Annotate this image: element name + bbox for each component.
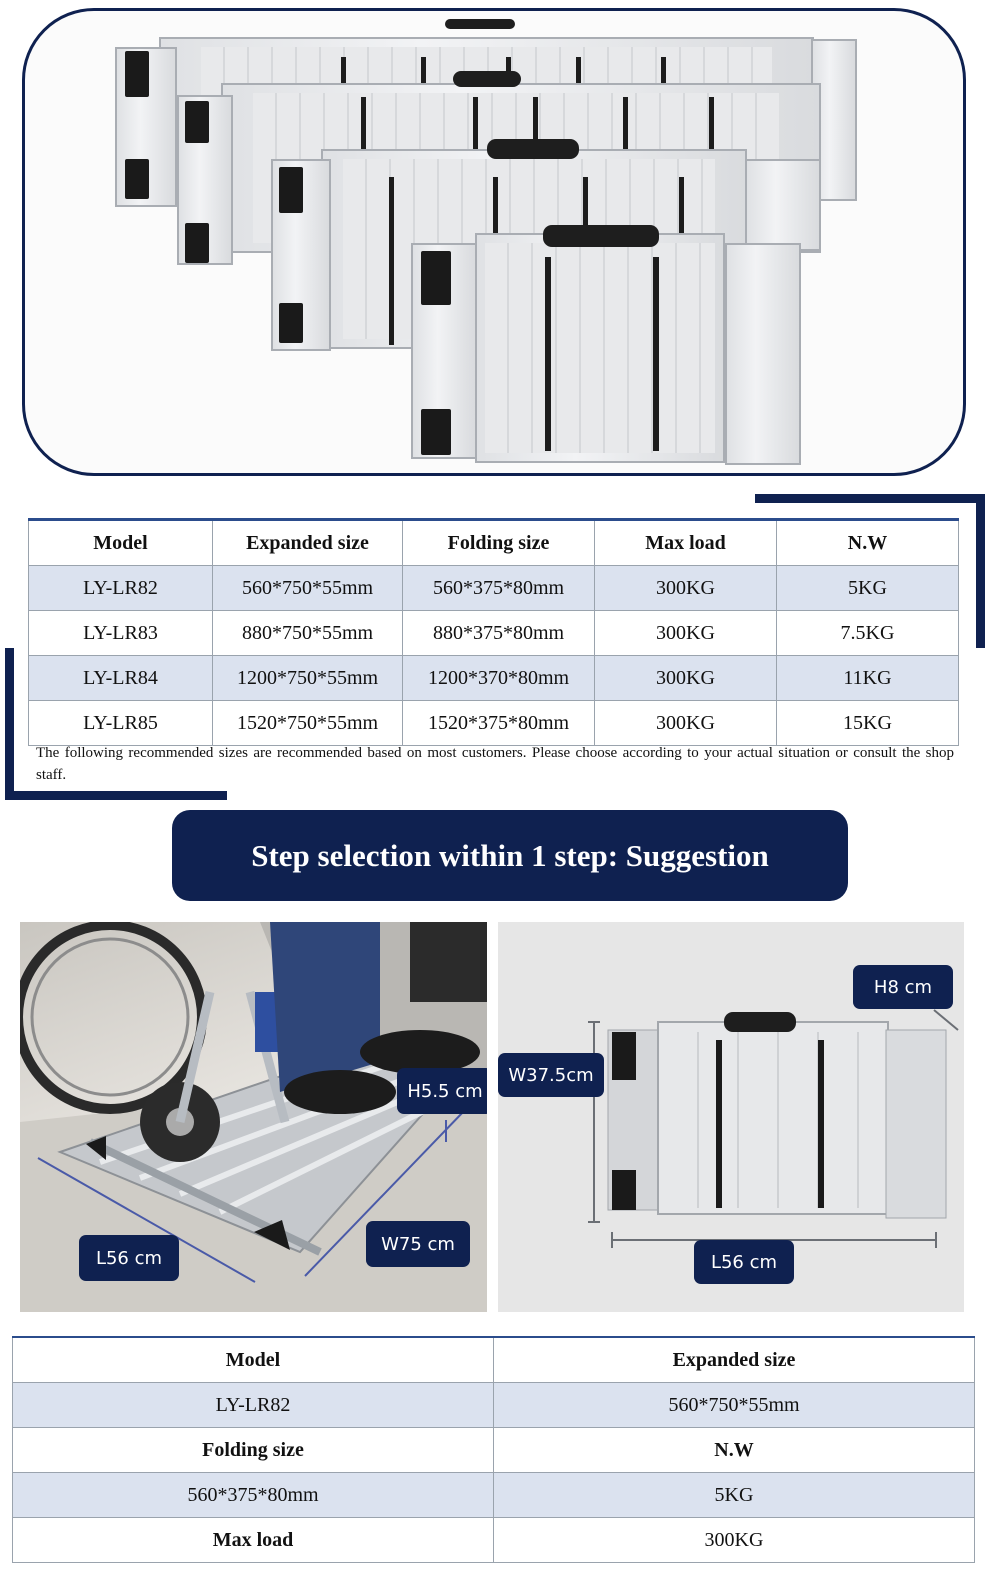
cell-folding-size: 560*375*80mm — [402, 565, 595, 611]
table-row: Model Expanded size — [12, 1336, 975, 1383]
cell-max-load: 300KG — [594, 700, 777, 746]
ramp-lr85-flap — [115, 47, 177, 207]
length-label-left: L56 cm — [79, 1235, 179, 1281]
table-row: LY-LR82 560*750*55mm 560*375*80mm 300KG … — [28, 565, 959, 611]
detail-label-folding-size: Folding size — [12, 1427, 494, 1473]
ramp-lr82-flap-right — [725, 243, 801, 465]
height-label-left: H5.5 cm — [397, 1068, 487, 1114]
table-row: Max load 300KG — [12, 1517, 975, 1563]
detail-value-max-load: 300KG — [493, 1517, 975, 1563]
cell-model: LY-LR85 — [28, 700, 213, 746]
table-row: LY-LR85 1520*750*55mm 1520*375*80mm 300K… — [28, 700, 959, 746]
header-model: Model — [28, 519, 213, 566]
cell-max-load: 300KG — [594, 565, 777, 611]
cell-model: LY-LR82 — [28, 565, 213, 611]
header-net-weight: N.W — [776, 519, 959, 566]
detail-label-model: Model — [12, 1336, 494, 1383]
cell-expanded-size: 880*750*55mm — [212, 610, 403, 656]
detail-value-net-weight: 5KG — [493, 1472, 975, 1518]
table-row: LY-LR84 1200*750*55mm 1200*370*80mm 300K… — [28, 655, 959, 701]
cell-net-weight: 11KG — [776, 655, 959, 701]
cell-net-weight: 7.5KG — [776, 610, 959, 656]
cell-model: LY-LR83 — [28, 610, 213, 656]
detail-value-model: LY-LR82 — [12, 1382, 494, 1428]
header-expanded-size: Expanded size — [212, 519, 403, 566]
cell-folding-size: 1520*375*80mm — [402, 700, 595, 746]
height-label-right: H8 cm — [853, 965, 953, 1009]
deco-corner-bottom-left-h — [5, 791, 227, 800]
cell-model: LY-LR84 — [28, 655, 213, 701]
ramp-handle — [543, 225, 659, 247]
cell-max-load: 300KG — [594, 610, 777, 656]
deco-corner-bottom-left-v — [5, 648, 14, 800]
cell-folding-size: 880*375*80mm — [402, 610, 595, 656]
deco-corner-top-right-v — [976, 494, 985, 648]
ramp-lr82-flap — [411, 243, 477, 459]
spec-header-row: Model Expanded size Folding size Max loa… — [28, 519, 959, 566]
ramp-lr84-flap — [177, 95, 233, 265]
width-label-left: W75 cm — [366, 1221, 470, 1267]
section-banner: Step selection within 1 step: Suggestion — [172, 810, 848, 901]
ramp-lr83-flap-right — [745, 159, 821, 251]
cell-folding-size: 1200*370*80mm — [402, 655, 595, 701]
ramp-handle — [445, 19, 515, 29]
deco-corner-top-right-h — [755, 494, 985, 503]
table-row: LY-LR83 880*750*55mm 880*375*80mm 300KG … — [28, 610, 959, 656]
detail-value-folding-size: 560*375*80mm — [12, 1472, 494, 1518]
table-row: 560*375*80mm 5KG — [12, 1472, 975, 1518]
ramp-lr82 — [475, 233, 725, 463]
table-row: LY-LR82 560*750*55mm — [12, 1382, 975, 1428]
cell-expanded-size: 1200*750*55mm — [212, 655, 403, 701]
length-label-right: L56 cm — [694, 1240, 794, 1284]
cell-max-load: 300KG — [594, 655, 777, 701]
size-recommendation-note: The following recommended sizes are reco… — [36, 745, 954, 783]
detail-table: Model Expanded size LY-LR82 560*750*55mm… — [12, 1336, 975, 1563]
ramp-lr83-flap — [271, 159, 331, 351]
detail-label-net-weight: N.W — [493, 1427, 975, 1473]
cell-net-weight: 5KG — [776, 565, 959, 611]
hero-photo-frame — [22, 8, 966, 476]
wheelchair-photo: H5.5 cm L56 cm W75 cm — [20, 922, 487, 1312]
ramp-handle — [487, 139, 579, 159]
banner-title: Step selection within 1 step: Suggestion — [251, 837, 769, 873]
cell-expanded-size: 1520*750*55mm — [212, 700, 403, 746]
cell-net-weight: 15KG — [776, 700, 959, 746]
table-row: Folding size N.W — [12, 1427, 975, 1473]
folded-ramp-photo: H8 cm W37.5cm L56 cm — [498, 922, 964, 1312]
cell-expanded-size: 560*750*55mm — [212, 565, 403, 611]
detail-label-expanded-size: Expanded size — [493, 1336, 975, 1383]
detail-value-expanded-size: 560*750*55mm — [493, 1382, 975, 1428]
detail-label-max-load: Max load — [12, 1517, 494, 1563]
ramp-handle — [453, 71, 521, 87]
header-folding-size: Folding size — [402, 519, 595, 566]
width-label-right: W37.5cm — [498, 1053, 604, 1097]
spec-table: Model Expanded size Folding size Max loa… — [28, 518, 959, 746]
header-max-load: Max load — [594, 519, 777, 566]
